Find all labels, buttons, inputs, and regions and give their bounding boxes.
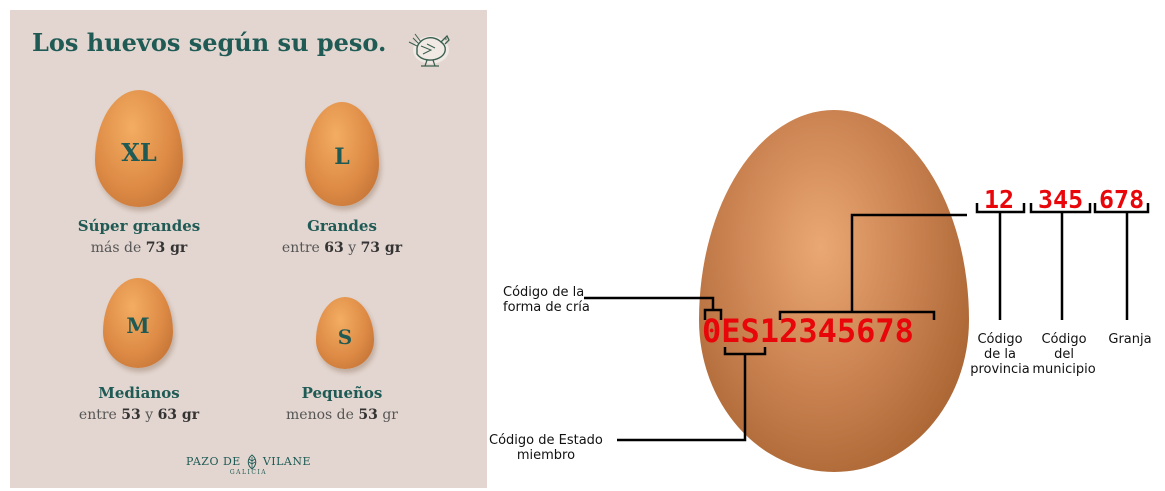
province-code: 12 [984, 185, 1015, 214]
egg-code-diagram: 0ES12345678 12 345 678 Código de la form… [487, 0, 1165, 491]
egg-size-infographic: Los huevos según su peso. XL Súper grand… [10, 10, 487, 488]
farming-method-label: Código de la forma de cría [503, 285, 590, 315]
egg-grade-label: L [334, 144, 350, 170]
member-state-connector [617, 347, 767, 442]
egg-weight-range: entre 63 y 73 gr [281, 240, 403, 256]
egg-size-name: Grandes [307, 217, 377, 235]
egg-m: M [103, 278, 173, 368]
egg-size-name: Pequeños [301, 384, 383, 402]
province-label: Código de la provincia [970, 332, 1030, 377]
number-bracket [778, 213, 967, 320]
province-bracket [975, 203, 1026, 320]
farm-label: Granja [1108, 332, 1152, 347]
egg-weight-range: más de 73 gr [90, 240, 188, 256]
brand-subtitle: GALICIA [229, 469, 268, 476]
municipality-label: Código del municipio [1032, 332, 1096, 377]
egg-s: S [316, 297, 374, 369]
egg-grade-label: S [337, 325, 353, 349]
egg-size-name: Súper grandes [77, 217, 201, 235]
egg-grade-label: XL [121, 138, 157, 167]
egg-code-text: 0ES12345678 [702, 312, 914, 350]
egg-weight-range: menos de 53 gr [286, 407, 398, 423]
egg-l: L [305, 102, 379, 206]
hen-logo-icon [408, 33, 450, 67]
municipality-code: 345 [1038, 185, 1084, 214]
egg-size-name: Medianos [98, 384, 180, 402]
brand-logo: PAZO DE VILANE [185, 454, 312, 470]
farm-code: 678 [1099, 185, 1145, 214]
member-state-label: Código de Estado miembro [489, 433, 603, 463]
municipality-bracket [1029, 203, 1092, 320]
egg-grade-label: M [126, 313, 150, 338]
egg-xl: XL [95, 90, 183, 207]
farm-bracket [1093, 203, 1150, 320]
infographic-title: Los huevos según su peso. [32, 28, 387, 57]
leaf-emblem-icon [247, 454, 257, 470]
egg-weight-range: entre 53 y 63 gr [78, 407, 200, 423]
farming-method-connector [584, 296, 723, 320]
connector-lines [584, 203, 1150, 442]
